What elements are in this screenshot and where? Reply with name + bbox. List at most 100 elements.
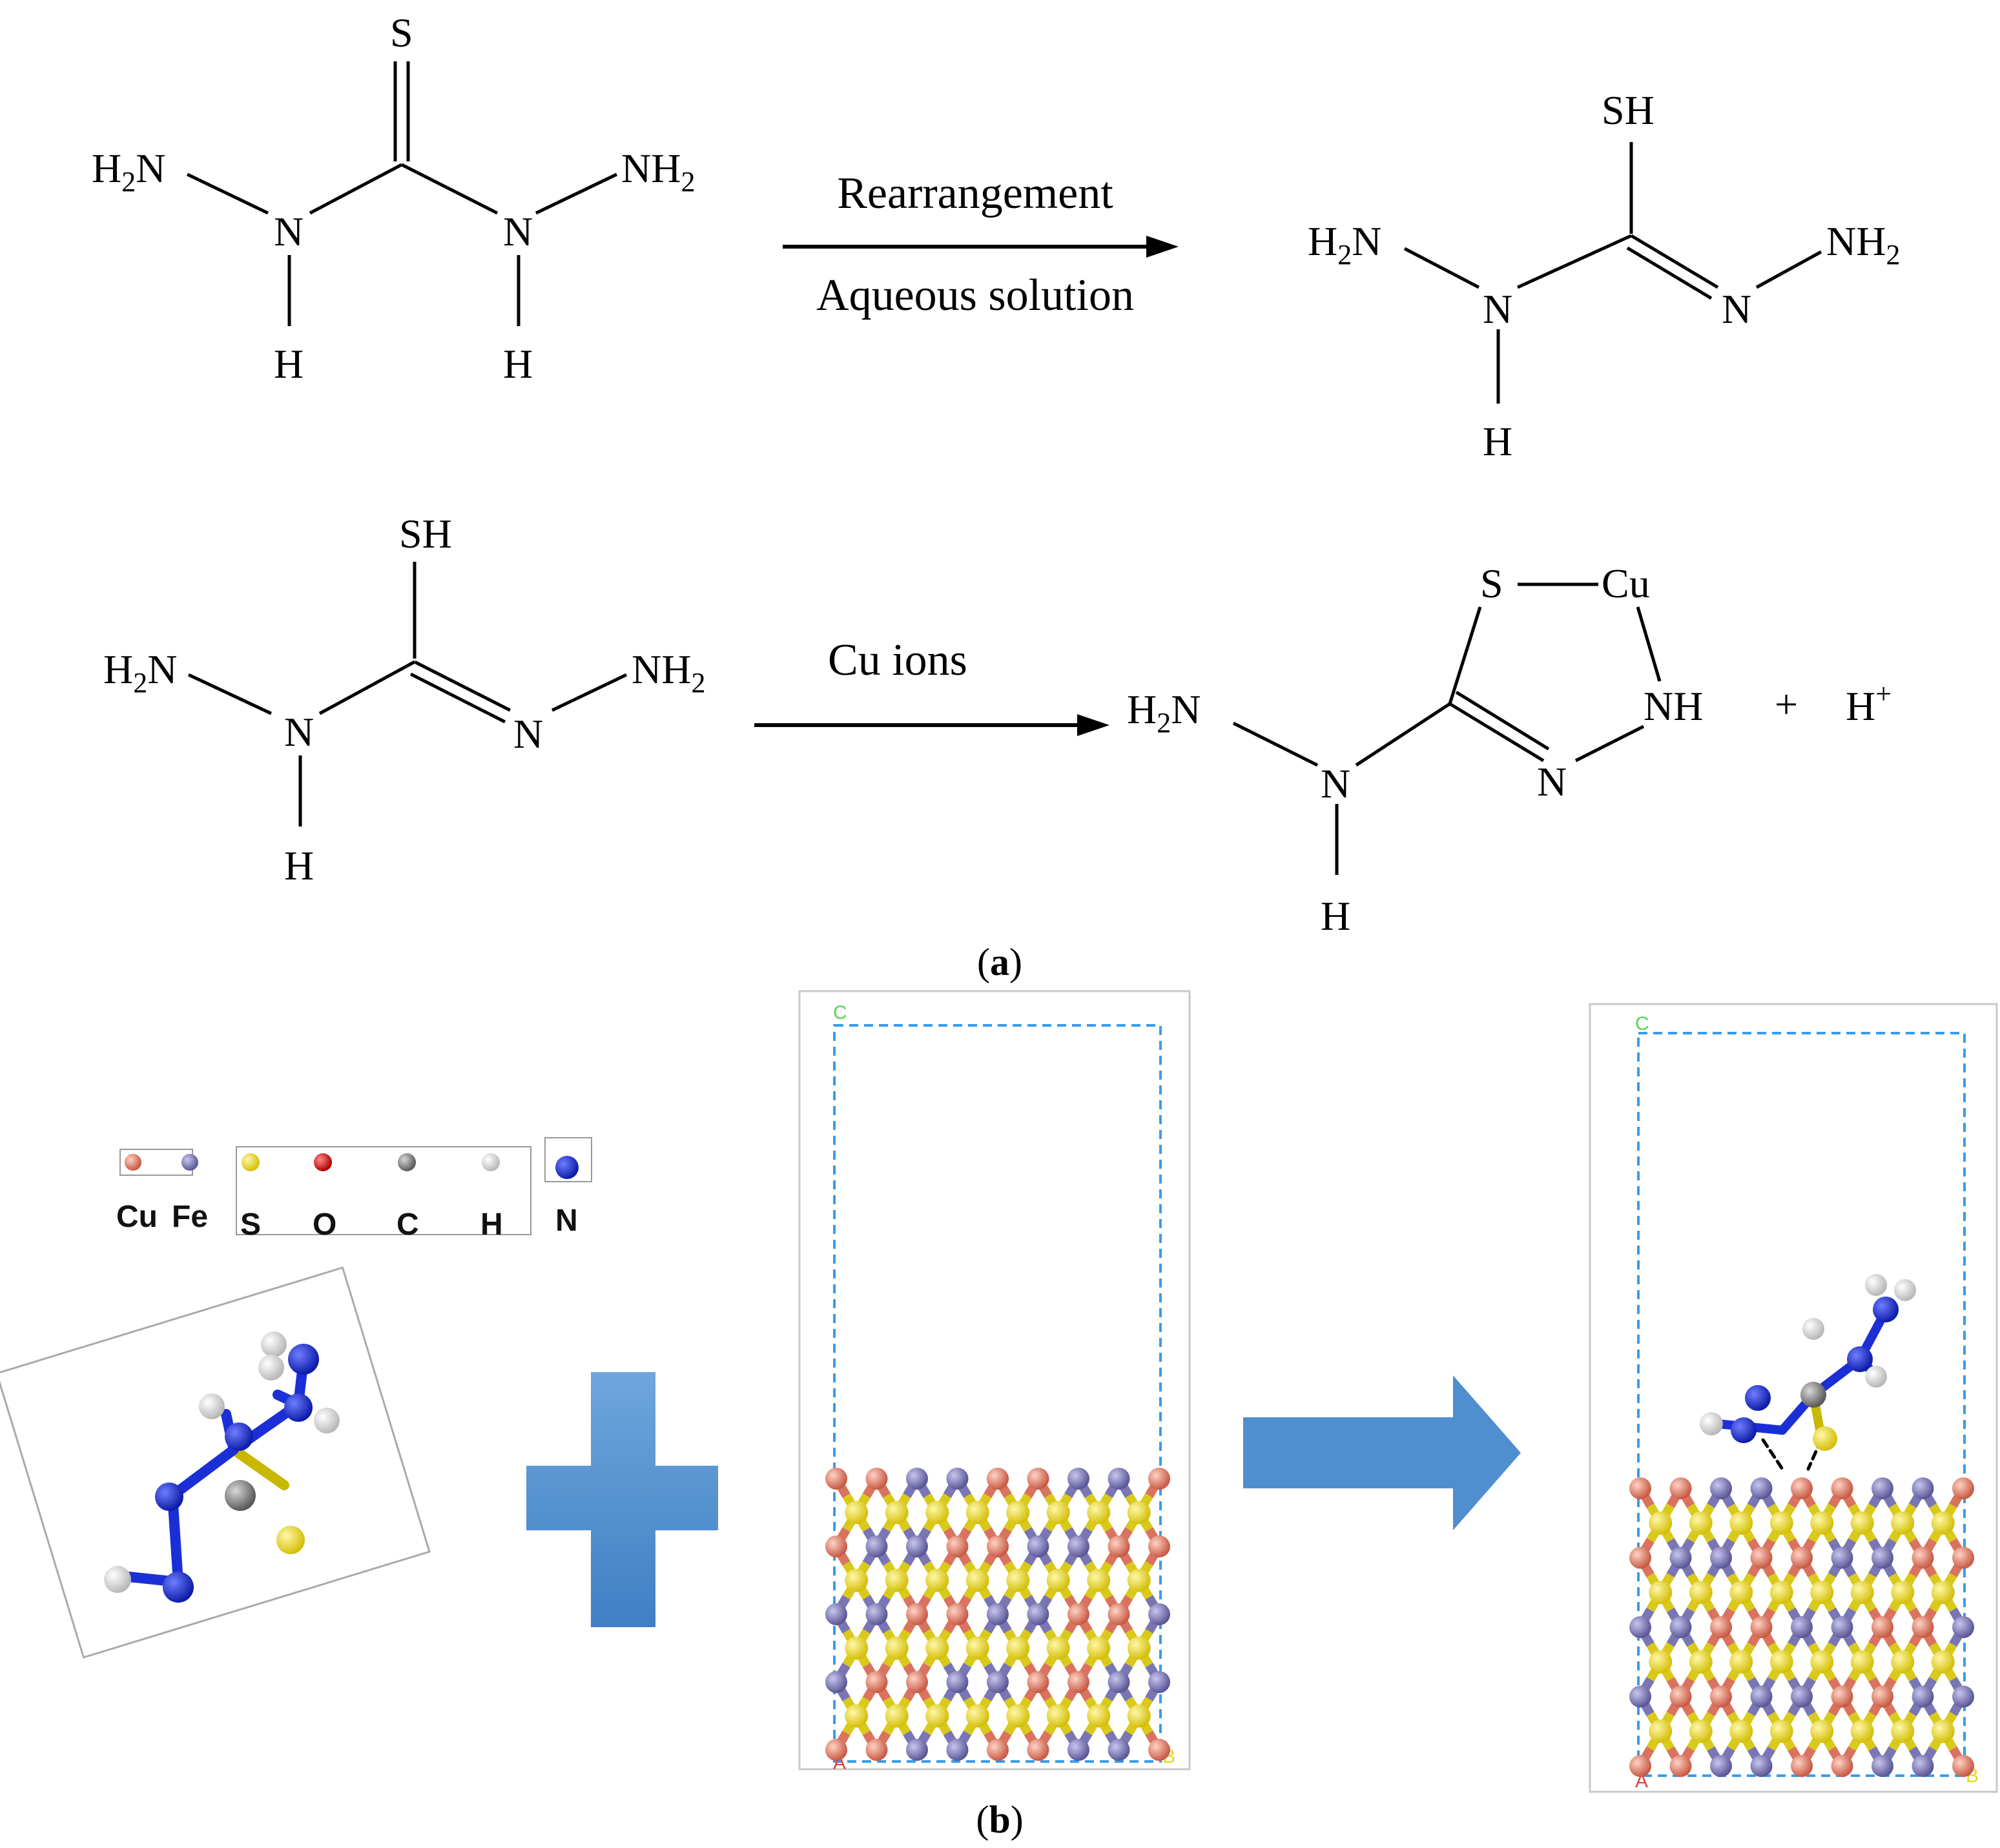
atom-s bbox=[845, 1568, 869, 1592]
atom-s bbox=[1850, 1511, 1874, 1535]
atom-n bbox=[288, 1344, 319, 1375]
interaction-dash bbox=[1761, 1438, 1784, 1471]
atom-n1: N bbox=[274, 209, 304, 254]
bond-c-n2-1 bbox=[413, 660, 511, 712]
atom-cu bbox=[1629, 1477, 1651, 1499]
bond-n1-c bbox=[318, 660, 416, 715]
atom-s bbox=[1891, 1581, 1915, 1605]
bond-h2n-n1 bbox=[1403, 247, 1480, 289]
atom-h bbox=[1700, 1412, 1723, 1435]
atom-fe bbox=[1871, 1755, 1893, 1777]
atom-cu bbox=[1027, 1671, 1049, 1693]
legend-box-n bbox=[544, 1137, 592, 1182]
atom-fe bbox=[906, 1468, 928, 1490]
atom-cu bbox=[1791, 1546, 1813, 1569]
atom-fe bbox=[987, 1603, 1009, 1625]
atom-cu bbox=[1791, 1755, 1813, 1777]
bond-n-nh bbox=[1574, 724, 1645, 763]
atom-cu bbox=[1750, 1616, 1773, 1638]
atom-s bbox=[1810, 1650, 1834, 1674]
plus-sign: + bbox=[1775, 681, 1798, 727]
atom-nh: NH bbox=[1644, 683, 1703, 729]
atom-fe bbox=[1952, 1616, 1974, 1638]
panel-b-label: (b) bbox=[976, 1798, 1023, 1841]
atom-h bbox=[1865, 1366, 1887, 1388]
atom-fe bbox=[1027, 1603, 1049, 1625]
atom-fe bbox=[946, 1468, 969, 1490]
atom-h2: H bbox=[503, 341, 533, 387]
legend-label-s: S bbox=[240, 1207, 261, 1242]
atom-s bbox=[1649, 1511, 1673, 1535]
atom-s bbox=[1729, 1511, 1753, 1535]
atom-fe bbox=[946, 1671, 969, 1693]
atom-cu bbox=[987, 1739, 1009, 1761]
atom-cu bbox=[946, 1603, 969, 1625]
legend-label-cu: Cu bbox=[116, 1200, 158, 1234]
reaction-arrow-2-head bbox=[1077, 714, 1109, 736]
big-arrow-icon bbox=[1243, 1375, 1521, 1530]
legend-label-o: O bbox=[313, 1207, 336, 1242]
legend-box-nonmetals bbox=[236, 1146, 531, 1235]
atom-s bbox=[1891, 1720, 1915, 1743]
atom-s bbox=[925, 1636, 949, 1660]
proton: H+ bbox=[1846, 678, 1892, 729]
atom-s bbox=[925, 1501, 949, 1525]
atom-cu bbox=[1710, 1685, 1732, 1708]
atom-s bbox=[885, 1568, 909, 1592]
atom-n bbox=[1745, 1385, 1771, 1411]
arrow-label-rearrangement: Rearrangement bbox=[837, 169, 1113, 218]
atom-cu bbox=[1952, 1755, 1974, 1777]
atom-fe bbox=[865, 1603, 888, 1625]
atom-c bbox=[1800, 1382, 1826, 1408]
atom-sh: SH bbox=[1602, 87, 1655, 133]
bond-c-n2-1 bbox=[1630, 234, 1719, 289]
atom-fe bbox=[1067, 1739, 1089, 1761]
atom-fe bbox=[987, 1671, 1009, 1693]
bond-n1-c bbox=[1355, 702, 1451, 767]
atom-cu bbox=[1148, 1739, 1170, 1761]
legend-swatch-o bbox=[314, 1153, 332, 1171]
atom-fe bbox=[1027, 1535, 1049, 1557]
atom-s bbox=[1769, 1650, 1793, 1674]
atom-n bbox=[1873, 1297, 1899, 1322]
axis-label-c: C bbox=[1635, 1013, 1649, 1034]
atom-fe bbox=[946, 1739, 969, 1761]
atom-cu bbox=[987, 1468, 1009, 1490]
atom-s bbox=[1931, 1720, 1955, 1743]
atom-h bbox=[1865, 1274, 1887, 1296]
atom-fe bbox=[1629, 1616, 1651, 1638]
atom-h1: H bbox=[1321, 893, 1350, 939]
atom-cu bbox=[1027, 1739, 1049, 1761]
bond-n1-c bbox=[309, 163, 403, 215]
atom-s bbox=[1689, 1650, 1713, 1674]
atom-n bbox=[284, 1393, 313, 1422]
atom-h2n: H2N bbox=[103, 646, 177, 699]
reaction1-reactant: S H2N N H N H NH2 bbox=[92, 10, 695, 387]
atom-s bbox=[1087, 1501, 1111, 1525]
bond-c-n2 bbox=[400, 163, 499, 215]
atom-h1: H bbox=[1483, 418, 1512, 464]
atom-cu bbox=[1108, 1535, 1130, 1557]
atom-n1: N bbox=[1321, 761, 1350, 806]
atom-fe bbox=[1871, 1546, 1893, 1569]
bond-h2n-n1 bbox=[1232, 721, 1319, 767]
atom-cu bbox=[1831, 1685, 1853, 1708]
atom-sh: SH bbox=[399, 511, 452, 557]
atom-s bbox=[1891, 1650, 1915, 1674]
atom-cu bbox=[865, 1739, 888, 1761]
atom-fe bbox=[825, 1603, 847, 1625]
atom-s bbox=[1127, 1704, 1151, 1728]
atom-fe bbox=[1669, 1546, 1692, 1569]
atom-s bbox=[885, 1501, 909, 1525]
atom-fe bbox=[1710, 1546, 1732, 1569]
panel-a: S H2N N H N H NH2 Rearrangement Aqueous … bbox=[92, 10, 1900, 983]
atom-n2: N bbox=[1722, 286, 1751, 332]
legend-swatch-n bbox=[555, 1156, 579, 1179]
atom-nh2: NH2 bbox=[632, 646, 705, 699]
element-legend: Cu Fe S O C H N bbox=[116, 1137, 592, 1242]
atom-fe bbox=[1791, 1685, 1813, 1708]
atom-fe bbox=[1108, 1671, 1130, 1693]
atom-fe bbox=[906, 1535, 928, 1557]
atom-n2: N bbox=[513, 711, 543, 757]
atom-h bbox=[199, 1393, 225, 1419]
